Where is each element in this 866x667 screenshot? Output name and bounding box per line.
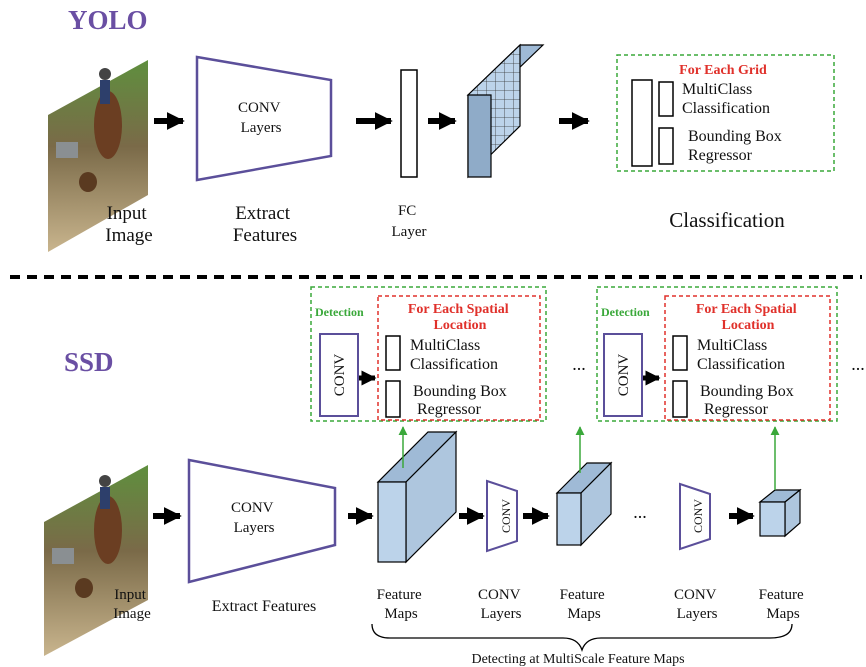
ssd-conv-layers-label-2: CONV Layers — [674, 587, 720, 622]
ssd-input-image — [44, 465, 148, 656]
ssd-class-label-1: MultiClass Classification — [410, 337, 498, 373]
yolo-grid-box — [616, 54, 835, 172]
yolo-input-image — [48, 60, 148, 252]
ssd-small-conv-1-label: CONV — [499, 499, 513, 533]
yolo-class-label: MultiClass Classification — [682, 81, 770, 117]
ssd-bbox-bar-2 — [672, 380, 688, 418]
yolo-output-grid-tensor — [466, 43, 545, 179]
ssd-feature-map-3 — [758, 488, 802, 538]
ssd-conv-layers-label-1: CONV Layers — [478, 587, 524, 622]
ssd-class-label-2: MultiClass Classification — [697, 337, 785, 373]
ssd-small-conv-1 — [486, 479, 518, 553]
ssd-detection-conv-1-label: CONV — [332, 354, 348, 397]
ssd-detection-box-1 — [310, 286, 547, 422]
yolo-grid-bar — [631, 79, 653, 167]
ssd-detection-box-2 — [596, 286, 838, 422]
ssd-input-label: Input Image — [113, 587, 151, 622]
ssd-feature-map-2 — [555, 461, 613, 547]
ssd-spatial-box-1 — [377, 295, 541, 421]
yolo-conv-trapezoid — [195, 55, 333, 182]
ssd-spatial-box-2 — [664, 295, 831, 421]
yolo-grid-header: For Each Grid — [679, 63, 767, 78]
ssd-spatial-header-1: For Each Spatial Location — [408, 302, 512, 333]
ssd-ellipsis-top: ... — [572, 354, 586, 374]
ssd-conv-trapezoid — [187, 458, 337, 584]
ssd-feature-maps-label-2: Feature Maps — [560, 587, 609, 622]
yolo-bbox-bar — [658, 127, 674, 165]
multiscale-caption: Detecting at MultiScale Feature Maps — [471, 652, 684, 667]
ssd-detection-conv-2-label: CONV — [616, 354, 632, 397]
yolo-conv-label: CONV Layers — [238, 100, 284, 136]
ssd-bbox-label-2: Bounding Box Regressor — [700, 383, 798, 418]
yolo-title: YOLO — [68, 5, 148, 35]
ssd-small-conv-2-label: CONV — [691, 499, 705, 533]
yolo-extract-label: Extract Features — [233, 203, 297, 246]
ssd-feature-maps-label-3: Feature Maps — [759, 587, 808, 622]
yolo-input-label: Input Image — [105, 203, 152, 246]
ssd-ellipsis-right: ... — [851, 354, 865, 374]
ssd-conv-label: CONV Layers — [231, 500, 277, 536]
yolo-fc-layer — [400, 69, 418, 178]
ssd-detection-conv-2 — [603, 333, 643, 417]
ssd-ellipsis-mid: ... — [633, 502, 647, 522]
yolo-class-bar — [658, 81, 674, 117]
ssd-detection-label-1: Detection — [315, 305, 364, 319]
yolo-classification-label: Classification — [669, 208, 785, 232]
multiscale-brace — [371, 623, 793, 653]
ssd-spatial-header-2: For Each Spatial Location — [696, 302, 800, 333]
ssd-small-conv-2 — [679, 482, 711, 551]
yolo-fc-label: FC Layer — [392, 203, 427, 240]
ssd-detection-conv-1 — [319, 333, 359, 417]
ssd-title: SSD — [64, 347, 114, 377]
ssd-extract-label: Extract Features — [212, 598, 316, 615]
ssd-bbox-bar-1 — [385, 380, 401, 418]
ssd-feature-map-1 — [376, 430, 458, 564]
ssd-class-bar-2 — [672, 335, 688, 371]
yolo-bbox-label: Bounding Box Regressor — [688, 128, 786, 164]
ssd-bbox-label-1: Bounding Box Regressor — [413, 383, 511, 418]
ssd-detection-label-2: Detection — [601, 305, 650, 319]
ssd-feature-maps-label-1: Feature Maps — [377, 587, 426, 622]
ssd-class-bar-1 — [385, 335, 401, 371]
